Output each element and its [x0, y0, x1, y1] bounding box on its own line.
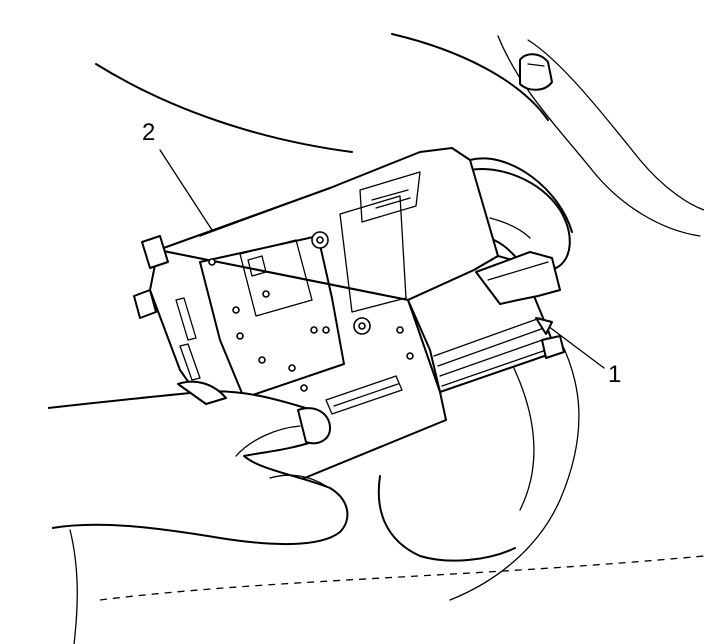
leader-arrow-1 [535, 317, 553, 335]
right-hand [469, 168, 571, 269]
radio-chassis [133, 147, 565, 499]
leader-line-2 [159, 149, 213, 231]
callout-leaders [159, 149, 605, 369]
retaining-clip [519, 53, 553, 91]
callout-label-2: 2 [142, 119, 155, 146]
leader-line-1 [547, 325, 605, 369]
callout-label-1: 1 [608, 361, 621, 388]
left-hand [47, 380, 349, 546]
